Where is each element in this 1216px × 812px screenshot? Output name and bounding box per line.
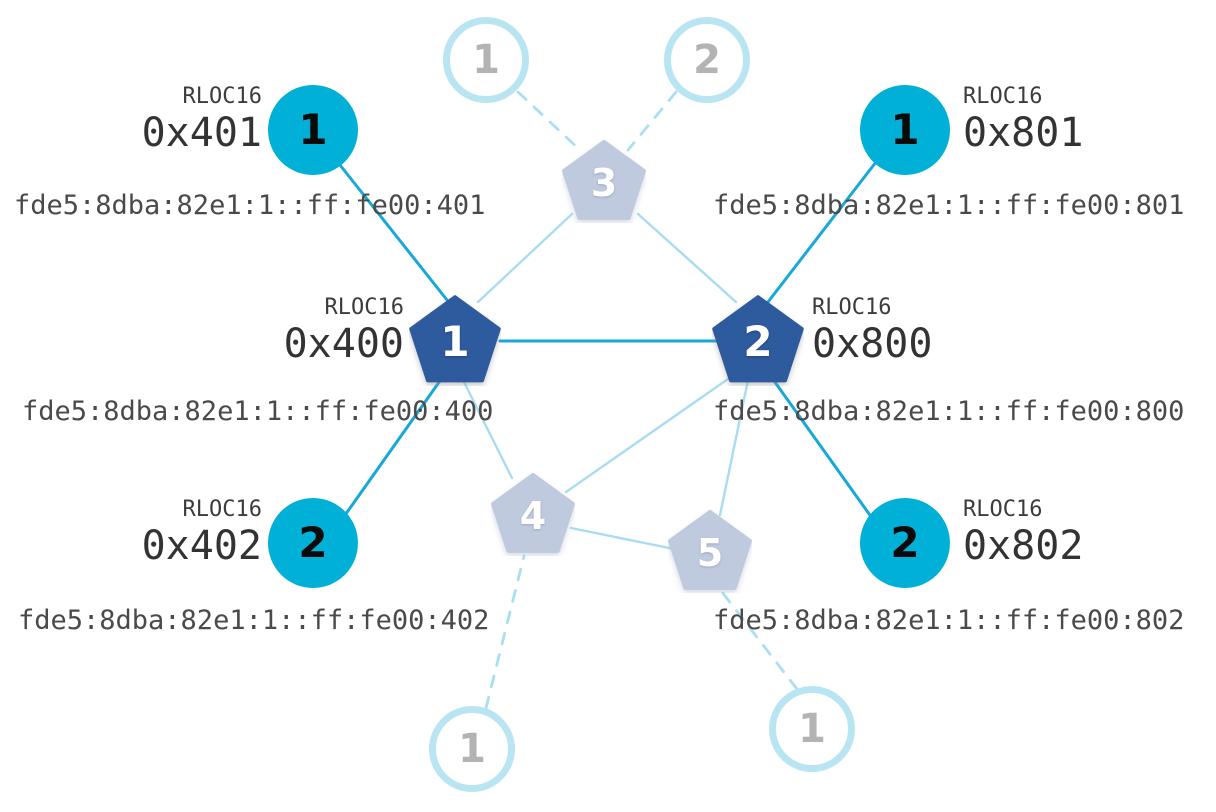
node-number: 2 [890,518,920,567]
node-ghost-tl[interactable]: 1 [443,17,529,103]
node-faded-3[interactable]: 3 [562,139,646,223]
rloc16-caption: RLOC16 [812,295,892,320]
link-faded-4-to-faded-5 [569,526,676,551]
rloc16-value: 0x800 [812,321,933,367]
node-number: 1 [798,706,826,752]
link-faded-3-to-router-400 [476,212,574,304]
node-number: 1 [458,726,486,772]
link-child-401-to-router-400 [338,163,449,302]
node-number: 2 [743,317,773,366]
node-number: 2 [298,518,328,567]
node-faded-4[interactable]: 4 [491,472,575,556]
node-router-400[interactable]: 1 [409,294,501,386]
node-ghost-bl[interactable]: 1 [429,706,515,792]
rloc16-caption: RLOC16 [182,497,262,522]
node-child-402[interactable]: 2 [268,498,358,588]
rloc16-caption: RLOC16 [963,497,1043,522]
ipv6-address-child-401: fde5:8dba:82e1:1::ff:fe00:401 [14,190,486,221]
node-number: 5 [696,531,724,575]
ipv6-address-router-400: fde5:8dba:82e1:1::ff:fe00:400 [22,396,494,427]
link-child-801-to-router-800 [766,160,878,304]
rloc16-value: 0x801 [963,110,1084,156]
node-number: 3 [590,161,618,205]
rloc16-caption: RLOC16 [182,84,262,109]
node-child-802[interactable]: 2 [860,498,950,588]
node-number: 4 [519,494,547,538]
rloc16-caption: RLOC16 [324,295,404,320]
node-number: 1 [298,105,328,154]
ipv6-address-child-801: fde5:8dba:82e1:1::ff:fe00:801 [713,190,1185,221]
link-ghost-bl-to-faded-4 [484,554,526,710]
node-child-801[interactable]: 1 [860,85,950,175]
node-number: 1 [472,37,500,83]
link-faded-4-to-router-800 [564,370,740,494]
rloc16-value: 0x400 [283,321,404,367]
rloc16-value: 0x802 [963,523,1084,569]
node-router-800[interactable]: 2 [712,294,804,386]
ipv6-address-child-402: fde5:8dba:82e1:1::ff:fe00:402 [18,605,490,636]
rloc16-value: 0x401 [141,110,262,156]
node-number: 2 [693,37,721,83]
rloc16-value: 0x402 [141,523,262,569]
node-number: 1 [440,317,470,366]
node-child-401[interactable]: 1 [268,85,358,175]
ipv6-address-child-802: fde5:8dba:82e1:1::ff:fe00:802 [713,605,1185,636]
rloc16-caption: RLOC16 [963,84,1043,109]
link-faded-3-to-router-800 [636,212,738,304]
node-number: 1 [890,105,920,154]
node-ghost-br[interactable]: 1 [769,686,855,772]
ipv6-address-router-800: fde5:8dba:82e1:1::ff:fe00:800 [713,396,1185,427]
node-faded-5[interactable]: 5 [668,509,752,593]
node-ghost-tr[interactable]: 2 [664,17,750,103]
